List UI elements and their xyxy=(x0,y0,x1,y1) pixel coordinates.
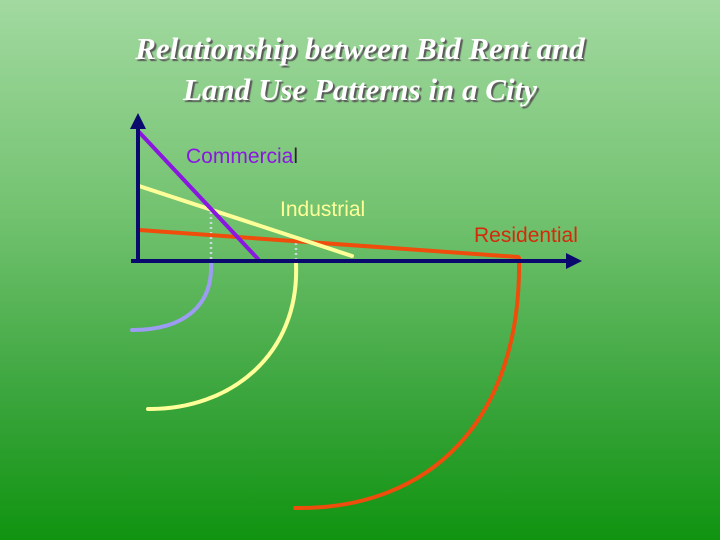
residential-label: Residential xyxy=(474,224,578,247)
commercial-label-main: Commercia xyxy=(186,145,294,168)
residential-bid-rent-line xyxy=(137,228,520,259)
commercial-label-tail: l xyxy=(293,145,299,168)
slide-title: Relationship between Bid Rent and Land U… xyxy=(0,28,720,110)
residential-zone-arc xyxy=(293,256,522,511)
title-line-2: Land Use Patterns in a City xyxy=(183,72,537,107)
commercial-zone-arc xyxy=(130,261,214,332)
y-axis-arrowhead xyxy=(130,113,146,129)
industrial-label: Industrial xyxy=(280,198,366,221)
commercial-label: Commercial xyxy=(186,145,298,169)
industrial-zone-arc xyxy=(146,261,299,412)
industrial-bid-rent-line xyxy=(137,184,354,258)
x-axis-arrowhead xyxy=(566,253,582,269)
title-line-1: Relationship between Bid Rent and xyxy=(135,31,585,66)
commercial-bid-rent-line xyxy=(137,130,260,261)
